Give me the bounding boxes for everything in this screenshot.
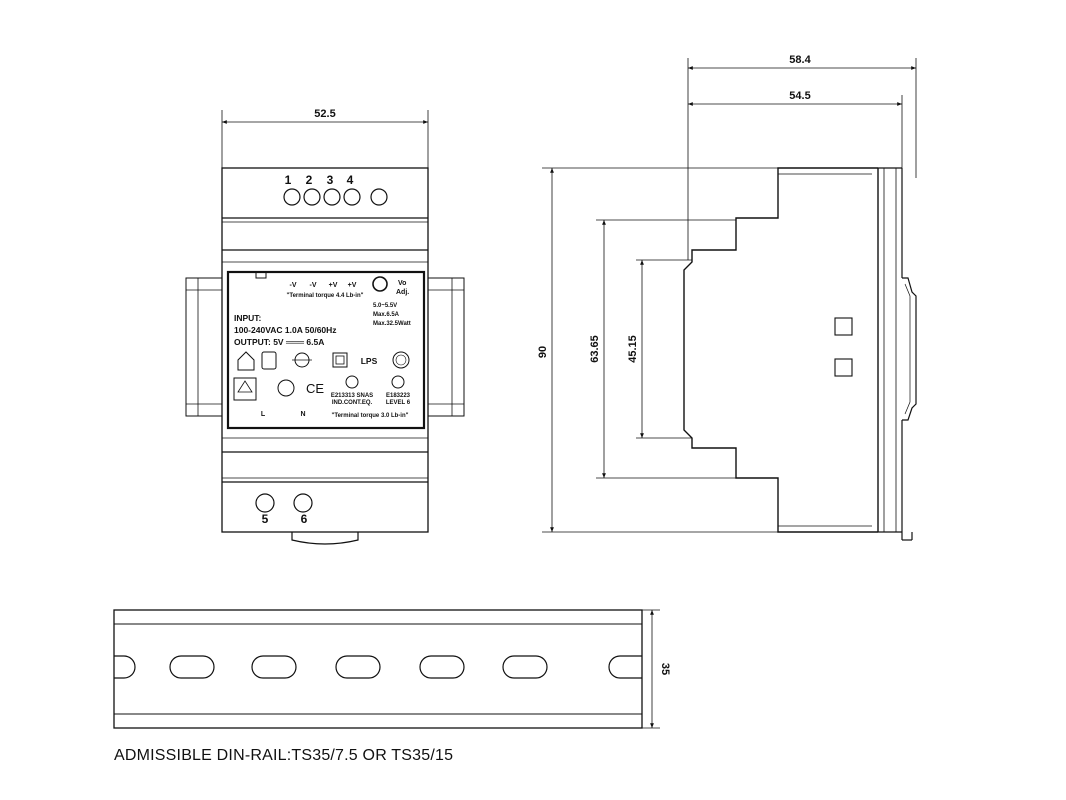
side-slot-lower: [834, 358, 853, 377]
terminal-label-6: 6: [301, 512, 308, 526]
rail-slot-3: [335, 655, 381, 679]
front-view-text: 52.5 1 2 3 4 5 6 -V -V +V +V "Terminal t…: [234, 108, 411, 526]
bottom-terminal-block: [255, 493, 313, 513]
rail-slot-4: [419, 655, 465, 679]
front-width-dim-label: 52.5: [314, 108, 335, 120]
step2-label: 45.15: [627, 335, 639, 363]
level-vi-icon: [392, 351, 410, 369]
cert-right-line1: E183223: [386, 393, 411, 399]
rail-end-notch-right: [608, 655, 642, 679]
max-power-label: Max.32.5Watt: [373, 321, 411, 327]
output-range-label: 5.0~5.5V: [373, 303, 397, 309]
top-torque-note: "Terminal torque 4.4 Lb-in": [287, 293, 364, 299]
ul-recognized-icon: [391, 375, 405, 389]
cb-mark-icon: [277, 379, 295, 397]
terminal-label-1: 1: [285, 173, 292, 187]
cert-left-line2: IND.CONT.EQ.: [332, 400, 373, 406]
side-view: [542, 58, 917, 541]
din-rail-caption: ADMISSIBLE DIN-RAIL:TS35/7.5 OR TS35/15: [114, 747, 454, 764]
terminal-label-5: 5: [262, 512, 269, 526]
front-view: [185, 110, 465, 545]
max-current-label: Max.6.5A: [373, 312, 400, 318]
vo-adj-label-2: Adj.: [396, 289, 409, 296]
polarity-label-3: +V: [329, 282, 338, 289]
terminal-N-label: N: [300, 411, 305, 418]
indoor-use-icon: [237, 351, 255, 371]
side-slot-upper: [834, 317, 853, 336]
top-terminal-block: [283, 188, 388, 206]
terminal-L-label: L: [261, 411, 266, 418]
step1-label: 63.65: [589, 335, 601, 363]
rail-outline: [113, 609, 643, 729]
fuse-icon: [261, 351, 277, 370]
rail-slot-2: [251, 655, 297, 679]
terminal-label-3: 3: [327, 173, 334, 187]
input-title: INPUT:: [234, 313, 262, 323]
depth-body-label: 54.5: [789, 90, 810, 102]
din-rail-view: [113, 609, 660, 729]
cert-right-line2: LEVEL 6: [386, 400, 411, 406]
side-view-text: 58.4 54.5 90 63.65 45.15: [537, 54, 812, 363]
rail-slot-1: [169, 655, 215, 679]
rail-clip: [902, 277, 917, 421]
bottom-clip-tab: [291, 532, 359, 545]
double-insulation-icon: [332, 352, 348, 368]
rail-height-label: 35: [659, 663, 671, 675]
bottom-torque-note: "Terminal torque 3.0 Lb-in": [332, 413, 409, 419]
polarity-label-4: +V: [348, 282, 357, 289]
rail-end-notch-left: [114, 655, 136, 679]
output-spec: OUTPUT: 5V ═══ 6.5A: [234, 337, 324, 347]
ce-mark: CE: [306, 381, 324, 396]
height-label: 90: [537, 346, 549, 358]
vo-adj-label-1: Vo: [398, 280, 406, 287]
label-panel: [226, 270, 426, 430]
safety-mark-icon: [233, 377, 257, 401]
vo-adj-potentiometer: [372, 276, 388, 292]
terminal-label-2: 2: [306, 173, 313, 187]
input-spec: 100-240VAC 1.0A 50/60Hz: [234, 325, 337, 335]
rail-slot-5: [502, 655, 548, 679]
polarity-label-1: -V: [290, 282, 297, 289]
terminal-label-4: 4: [347, 173, 354, 187]
polarity-label-2: -V: [310, 282, 317, 289]
side-housing-profile: [683, 167, 878, 533]
lps-mark: LPS: [361, 356, 378, 366]
depth-total-label: 58.4: [789, 54, 811, 66]
cert-left-line1: E213313 SNAS: [331, 393, 373, 399]
ul-mark-icon: [345, 375, 359, 389]
